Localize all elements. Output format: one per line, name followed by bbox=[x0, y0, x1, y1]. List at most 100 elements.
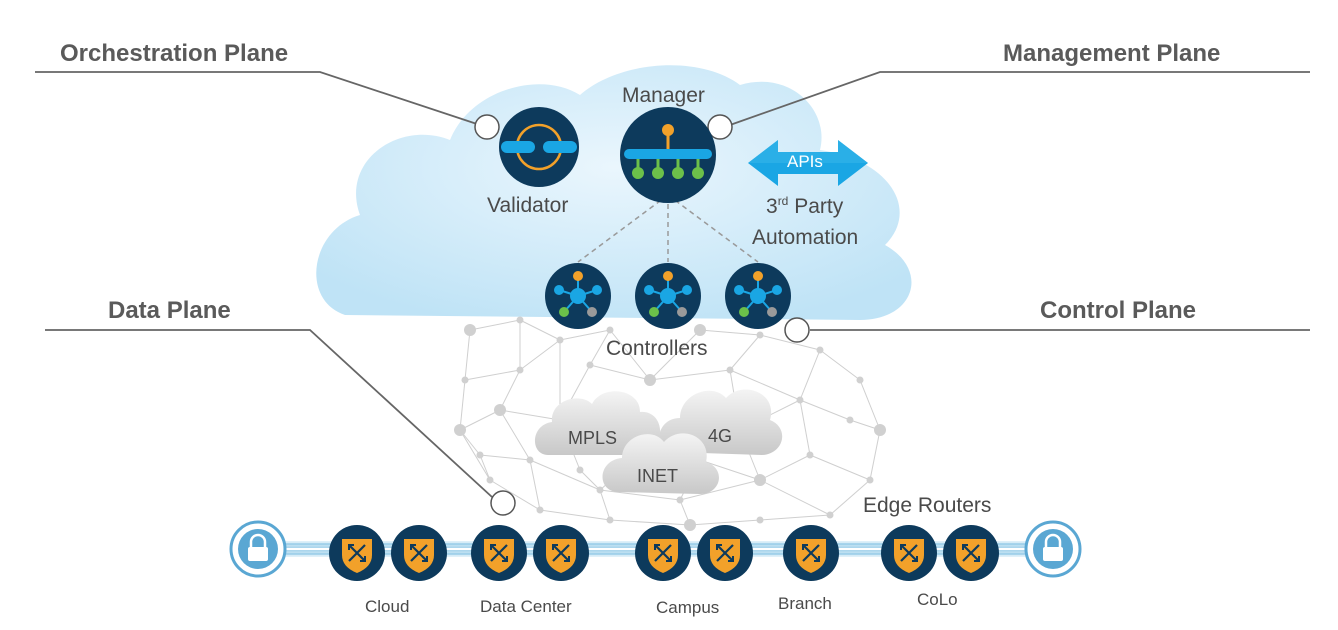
mesh-node bbox=[754, 474, 766, 486]
mesh-node bbox=[866, 476, 874, 484]
orchestration-cloud bbox=[316, 65, 912, 320]
mesh-node bbox=[856, 376, 864, 384]
mesh-link bbox=[469, 319, 521, 331]
mesh-node bbox=[606, 516, 614, 524]
mesh-link bbox=[499, 409, 531, 461]
mesh-link bbox=[799, 399, 851, 421]
edge-router-icon bbox=[881, 525, 937, 581]
mesh-link bbox=[609, 519, 691, 526]
controllers-label: Controllers bbox=[606, 337, 708, 360]
site-branch-label: Branch bbox=[778, 594, 832, 613]
mesh-link bbox=[759, 479, 831, 516]
control-endpoint bbox=[784, 317, 810, 343]
mesh-node bbox=[536, 506, 544, 514]
controller-icon bbox=[635, 263, 701, 329]
mesh-link bbox=[829, 479, 871, 516]
mesh-node bbox=[676, 496, 684, 504]
mesh-node bbox=[756, 331, 764, 339]
left-lock-icon bbox=[229, 520, 287, 578]
mesh-link bbox=[699, 329, 761, 336]
third-party-superscript: rd bbox=[777, 194, 789, 208]
mesh-node bbox=[464, 324, 476, 336]
mesh-link bbox=[499, 369, 521, 411]
site-datacenter-label: Data Center bbox=[480, 597, 572, 616]
third-party-word: Party bbox=[788, 195, 844, 218]
mesh-node bbox=[486, 476, 494, 484]
site-cloud-label: Cloud bbox=[365, 597, 410, 616]
right-lock-icon bbox=[1024, 520, 1082, 578]
mesh-link bbox=[609, 329, 651, 381]
mesh-link bbox=[699, 459, 761, 481]
mesh-link bbox=[519, 319, 561, 341]
mesh-link bbox=[809, 454, 871, 481]
mesh-link bbox=[729, 334, 761, 371]
mesh-link bbox=[649, 369, 731, 381]
mesh-node bbox=[576, 466, 584, 474]
mesh-link bbox=[459, 429, 491, 481]
leader-endpoints bbox=[474, 114, 810, 516]
mesh-link bbox=[679, 479, 761, 501]
edge-router-icon bbox=[783, 525, 839, 581]
mesh-node bbox=[516, 316, 524, 324]
mesh-link bbox=[459, 379, 466, 431]
mesh-link bbox=[799, 349, 821, 401]
data-plane-title: Data Plane bbox=[108, 297, 231, 324]
mesh-link bbox=[759, 514, 831, 521]
mesh-link bbox=[799, 399, 811, 456]
management-leader-line bbox=[729, 71, 1310, 126]
mesh-link bbox=[489, 479, 541, 511]
site-campus-label: Campus bbox=[656, 598, 720, 617]
mesh-node bbox=[816, 346, 824, 354]
edge-router-icon bbox=[697, 525, 753, 581]
mesh-node bbox=[596, 486, 604, 494]
automation-label: Automation bbox=[752, 226, 859, 249]
edge-router-icon bbox=[635, 525, 691, 581]
validator-label: Validator bbox=[487, 194, 569, 217]
plane-leader-lines bbox=[35, 71, 1310, 498]
transport-inet-label: INET bbox=[637, 466, 679, 486]
mesh-node bbox=[586, 361, 594, 369]
mesh-link bbox=[479, 454, 531, 461]
mesh-link bbox=[479, 454, 491, 481]
orchestration-plane-title: Orchestration Plane bbox=[60, 40, 289, 67]
mesh-link bbox=[599, 489, 611, 521]
apis-double-arrow bbox=[748, 140, 868, 186]
mesh-link bbox=[559, 329, 611, 341]
mesh-node bbox=[644, 374, 656, 386]
mesh-link bbox=[464, 369, 521, 381]
mesh-node bbox=[726, 366, 734, 374]
manager-controller-links bbox=[577, 194, 759, 263]
orchestration-endpoint bbox=[474, 114, 500, 140]
transport-mpls-label: MPLS bbox=[568, 428, 618, 448]
transport-4g-label: 4G bbox=[708, 426, 733, 446]
mesh-node bbox=[556, 336, 564, 344]
edge-router-icon bbox=[943, 525, 999, 581]
controllers-group bbox=[545, 263, 791, 329]
mesh-link bbox=[529, 459, 601, 491]
mesh-link bbox=[869, 429, 881, 481]
transport-clouds bbox=[534, 389, 783, 494]
inet-cloud bbox=[602, 433, 719, 494]
mesh-node bbox=[694, 324, 706, 336]
edge-router-icon bbox=[391, 525, 447, 581]
mesh-link bbox=[464, 329, 471, 381]
management-endpoint bbox=[707, 114, 733, 140]
third-party-number: 3 bbox=[766, 195, 778, 218]
mesh-node bbox=[526, 456, 534, 464]
mesh-link bbox=[519, 339, 561, 371]
mesh-link bbox=[529, 459, 541, 511]
data-leader-line bbox=[45, 329, 493, 498]
mesh-node bbox=[461, 376, 469, 384]
edge-routers-label: Edge Routers bbox=[863, 494, 992, 517]
apis-label: APIs bbox=[787, 152, 823, 171]
mesh-node bbox=[494, 404, 506, 416]
mesh-node bbox=[684, 519, 696, 531]
manager-icon bbox=[620, 107, 716, 203]
mesh-link bbox=[499, 409, 561, 421]
mpls-cloud bbox=[534, 391, 661, 455]
management-plane-title: Management Plane bbox=[1003, 40, 1221, 67]
data-endpoint bbox=[490, 490, 516, 516]
mesh-link bbox=[599, 489, 681, 501]
mesh-node bbox=[826, 511, 834, 519]
